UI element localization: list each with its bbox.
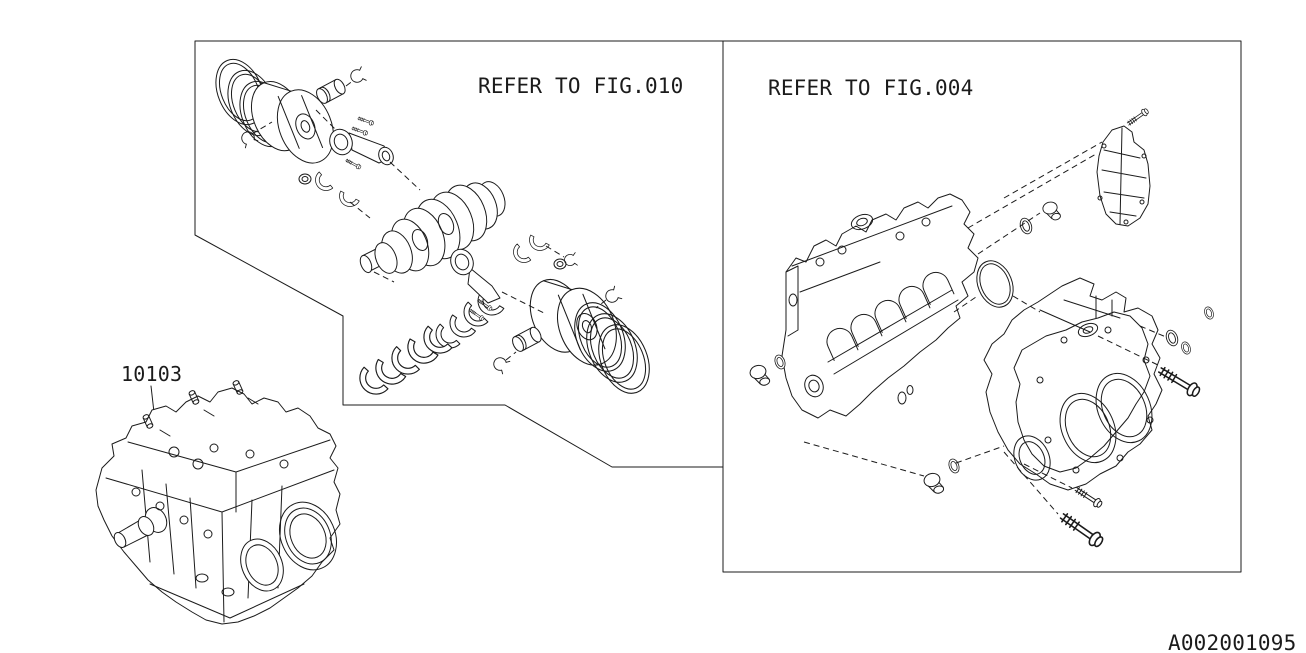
connecting-rod-icon	[450, 248, 567, 322]
assembly-axis-dashed-lines	[251, 79, 607, 361]
cylinder-block-right-half-icon	[983, 277, 1163, 491]
sealing-plug-icon	[748, 362, 771, 389]
rod-bearing-shells-icon	[298, 171, 360, 211]
cylinder-block-left-half-icon	[781, 193, 979, 419]
washer-icon	[1179, 340, 1193, 356]
piston-icon	[519, 261, 628, 383]
short-block-assembly: 10103	[95, 362, 341, 625]
snap-ring-icon	[490, 354, 511, 375]
bolt-icon	[1056, 509, 1107, 551]
fig010-panel-label[interactable]: REFER TO FIG.010	[478, 74, 684, 98]
sealing-plug-icon	[1041, 199, 1062, 223]
drawing-code: A002001095	[1168, 631, 1296, 653]
bolt-icon	[1155, 363, 1203, 400]
washer-icon	[946, 457, 962, 475]
washer-icon	[1163, 328, 1181, 348]
fig004-panel: REFER TO FIG.004	[722, 40, 1242, 573]
sealing-plug-icon	[922, 470, 945, 497]
bolt-icon	[1125, 106, 1151, 128]
snap-ring-icon	[348, 66, 367, 86]
connecting-rod-icon	[329, 115, 394, 171]
engine-short-block-icon	[95, 380, 341, 625]
piston-icon	[241, 64, 345, 180]
separator-plate-icon	[1096, 125, 1151, 227]
main-bearing-shells-icon	[352, 293, 505, 402]
fig004-panel-border	[722, 40, 1242, 573]
bolt-icon	[1072, 484, 1104, 510]
fig010-panel: REFER TO FIG.010	[194, 40, 724, 468]
fig004-panel-label[interactable]: REFER TO FIG.004	[768, 76, 974, 100]
part-number-callout[interactable]: 10103	[121, 362, 182, 386]
rod-bearing-shells-icon	[508, 234, 550, 268]
snap-ring-icon	[602, 285, 623, 306]
o-ring-seal-icon	[976, 260, 1014, 308]
crankshaft-icon	[359, 181, 506, 274]
washer-icon	[1202, 305, 1216, 321]
assembly-axis-dashed-lines	[803, 141, 1167, 515]
